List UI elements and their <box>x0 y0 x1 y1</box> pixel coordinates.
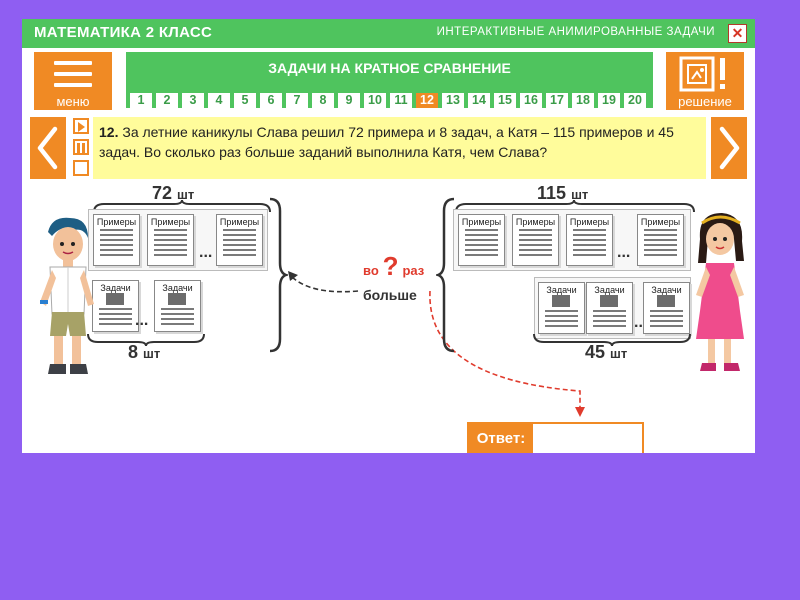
right-side-brace <box>436 197 455 353</box>
app-subtitle: ИНТЕРАКТИВНЫЕ АНИМИРОВАННЫЕ ЗАДАЧИ <box>436 26 715 38</box>
task-number-16[interactable]: 16 <box>520 93 542 108</box>
task-body: За летние каникулы Слава решил 72 пример… <box>99 124 674 160</box>
left-task-doc: Задачи <box>154 280 201 332</box>
right-top-brace <box>455 200 695 213</box>
right-examples-group: Примеры Примеры Примеры ... Примеры <box>453 209 691 271</box>
right-examples-ellipsis: ... <box>617 244 631 261</box>
solution-button[interactable]: решение <box>666 52 744 110</box>
solution-label: решение <box>678 94 732 109</box>
title-bar: МАТЕМАТИКА 2 КЛАСС ИНТЕРАКТИВНЫЕ АНИМИРО… <box>22 19 755 48</box>
task-number-4[interactable]: 4 <box>208 93 230 108</box>
task-number-18[interactable]: 18 <box>572 93 594 108</box>
app-slide: МАТЕМАТИКА 2 КЛАСС ИНТЕРАКТИВНЫЕ АНИМИРО… <box>22 19 755 453</box>
right-task-doc: Задачи <box>586 282 633 334</box>
stop-icon <box>77 165 85 173</box>
left-tasks-ellipsis: ... <box>135 312 149 329</box>
task-number-3[interactable]: 3 <box>182 93 204 108</box>
question-vo: во <box>363 263 379 278</box>
app-title: МАТЕМАТИКА 2 КЛАСС <box>34 24 213 41</box>
play-button[interactable] <box>73 118 89 134</box>
close-icon: ✕ <box>731 25 744 41</box>
question-label: во ? раз <box>363 251 424 282</box>
task-number-20[interactable]: 20 <box>624 93 646 108</box>
menu-label: меню <box>56 94 90 109</box>
left-bottom-brace <box>87 333 205 346</box>
stop-button[interactable] <box>73 160 89 176</box>
left-top-brace <box>93 200 271 213</box>
task-number-13[interactable]: 13 <box>442 93 464 108</box>
left-example-doc: Примеры <box>93 214 140 266</box>
right-task-doc: Задачи <box>538 282 585 334</box>
right-examples-count: 115 шт <box>537 183 589 203</box>
menu-button[interactable]: меню <box>34 52 112 110</box>
left-example-doc: Примеры <box>216 214 263 266</box>
task-text: 12. За летние каникулы Слава решил 72 пр… <box>99 122 699 162</box>
left-side-brace <box>269 197 288 353</box>
right-example-doc: Примеры <box>458 214 505 266</box>
left-examples-ellipsis: ... <box>199 244 213 261</box>
chevron-right-icon <box>719 126 740 170</box>
question-mark-icon: ? <box>382 251 399 281</box>
left-examples-group: Примеры Примеры ... Примеры <box>88 209 268 271</box>
answer-input[interactable] <box>535 426 643 453</box>
task-number-1[interactable]: 1 <box>130 93 152 108</box>
task-number-15[interactable]: 15 <box>494 93 516 108</box>
task-number: 12. <box>99 124 119 140</box>
left-examples-count: 72 шт <box>152 183 195 203</box>
close-button[interactable]: ✕ <box>728 24 747 43</box>
task-box: 12. За летние каникулы Слава решил 72 пр… <box>93 117 706 179</box>
panel-title: ЗАДАЧИ НА КРАТНОЕ СРАВНЕНИЕ <box>268 60 511 76</box>
task-number-6[interactable]: 6 <box>260 93 282 108</box>
right-tasks-group: Задачи Задачи ... Задачи <box>534 277 691 339</box>
task-number-2[interactable]: 2 <box>156 93 178 108</box>
chevron-left-icon <box>37 126 58 170</box>
right-tasks-count: 45 шт <box>585 342 628 362</box>
right-task-doc: Задачи <box>643 282 690 334</box>
task-number-12[interactable]: 12 <box>416 93 438 108</box>
right-bottom-brace <box>533 333 691 346</box>
task-number-8[interactable]: 8 <box>312 93 334 108</box>
play-icon <box>78 122 85 132</box>
question-bolshe: больше <box>363 287 417 303</box>
task-number-14[interactable]: 14 <box>468 93 490 108</box>
task-number-17[interactable]: 17 <box>546 93 568 108</box>
left-example-doc: Примеры <box>147 214 194 266</box>
prev-button[interactable] <box>30 117 66 179</box>
girl-character <box>696 213 744 371</box>
boy-character <box>40 217 94 374</box>
answer-area: Ответ: <box>467 422 644 453</box>
answer-label: Ответ: <box>469 424 533 453</box>
question-raz: раз <box>402 263 425 278</box>
solution-icon <box>679 56 725 92</box>
task-number-5[interactable]: 5 <box>234 93 256 108</box>
task-number-9[interactable]: 9 <box>338 93 360 108</box>
right-example-doc: Примеры <box>566 214 613 266</box>
left-tasks-count: 8 шт <box>128 342 161 362</box>
task-number-11[interactable]: 11 <box>390 93 412 108</box>
left-task-doc: Задачи <box>92 280 139 332</box>
pause-button[interactable] <box>73 139 89 155</box>
task-number-19[interactable]: 19 <box>598 93 620 108</box>
next-button[interactable] <box>711 117 747 179</box>
playback-controls <box>71 117 93 179</box>
right-example-doc: Примеры <box>512 214 559 266</box>
pause-icon <box>77 143 85 153</box>
task-number-7[interactable]: 7 <box>286 93 308 108</box>
hamburger-icon <box>54 61 92 88</box>
right-example-doc: Примеры <box>637 214 684 266</box>
task-number-10[interactable]: 10 <box>364 93 386 108</box>
